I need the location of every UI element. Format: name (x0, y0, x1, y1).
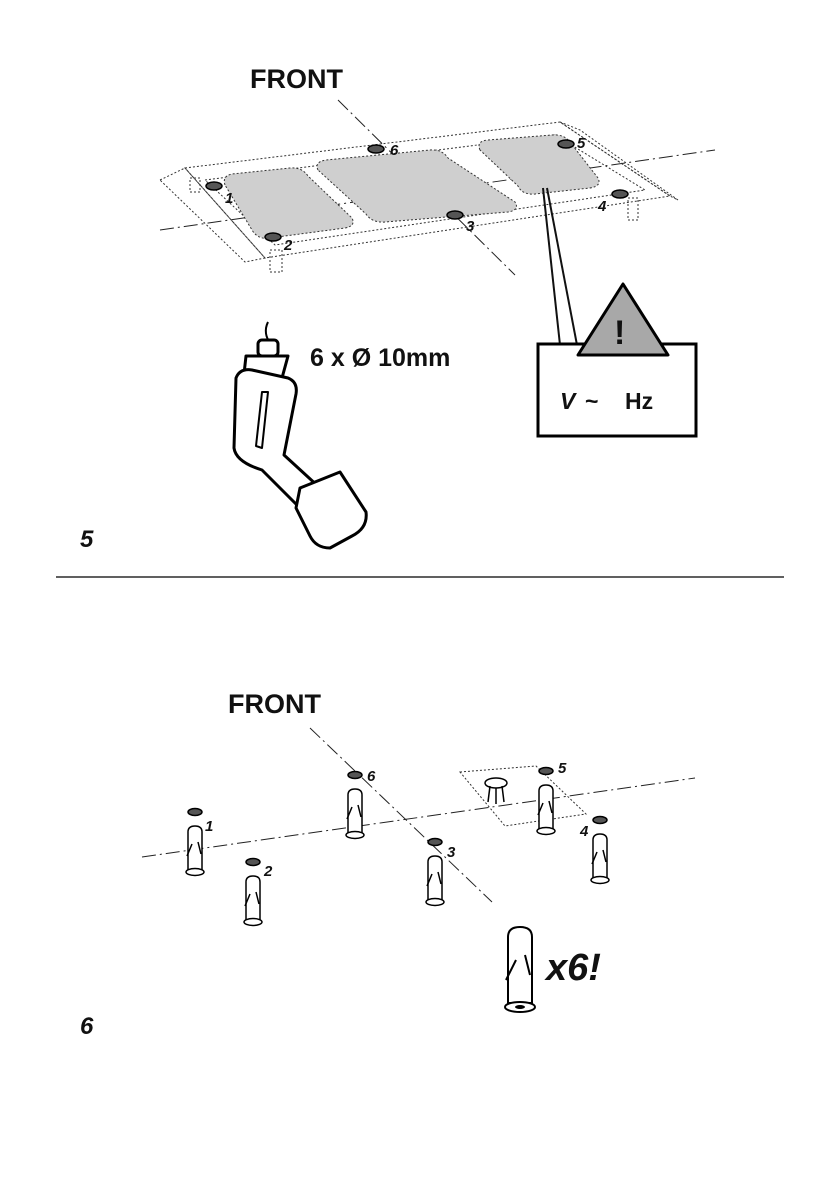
wall-plugs (185, 766, 610, 927)
plug-count: x6! (544, 947, 601, 989)
hole-marker (557, 139, 575, 149)
warning-symbol: ! (614, 314, 625, 352)
plug-label-4: 4 (579, 823, 589, 840)
center-axis-line (159, 149, 716, 231)
plug-label-3: 3 (447, 844, 456, 861)
center-axis-line (141, 777, 696, 858)
frequency-label: Hz (625, 388, 653, 414)
voltage-label: V (560, 388, 577, 414)
hole-label-6: 6 (390, 142, 399, 159)
hole-markers (205, 139, 629, 242)
front-label: FRONT (250, 64, 343, 94)
tilde-label: ~ (585, 388, 598, 414)
wall-plug-icon (590, 815, 610, 885)
step6-panel: FRONT (80, 689, 696, 1040)
wall-plug-icon (425, 837, 445, 907)
hole-label-4: 4 (597, 198, 607, 215)
plug-labels: 1 2 3 4 5 6 (205, 760, 589, 880)
large-wall-plug-icon (504, 925, 536, 1013)
hole-label-2: 2 (283, 237, 293, 254)
plug-label-1: 1 (205, 818, 213, 835)
warning-triangle-icon (576, 282, 670, 357)
hole-label-1: 1 (225, 190, 233, 207)
step-number: 6 (80, 1013, 94, 1040)
hole-marker (264, 232, 282, 242)
wall-plug-icon (243, 857, 263, 927)
wall-plug-icon (185, 807, 205, 877)
cable-line (546, 187, 578, 346)
cable-line (542, 187, 561, 346)
step-number: 5 (80, 526, 94, 553)
step5-panel: FRONT (80, 64, 716, 553)
front-label: FRONT (228, 689, 321, 719)
hole-marker (205, 181, 223, 191)
detail-inset (458, 765, 588, 827)
plug-label-6: 6 (367, 768, 376, 785)
wall-plug-icon (345, 770, 365, 840)
hole-marker (611, 189, 629, 199)
filter-panels (223, 134, 600, 239)
plug-label-2: 2 (263, 863, 273, 880)
drill-spec: 6 x Ø 10mm (310, 344, 450, 372)
electrical-warning: ! V ~ Hz (536, 282, 698, 438)
hole-marker (367, 144, 385, 154)
front-axis-line (309, 727, 493, 903)
hole-marker (446, 210, 464, 220)
plug-label-5: 5 (558, 760, 567, 777)
wall-plug-icon (536, 766, 556, 836)
hole-label-3: 3 (466, 218, 475, 235)
hole-labels: 1 2 3 4 5 6 (225, 135, 607, 254)
drill-icon (232, 321, 368, 550)
hole-label-5: 5 (577, 135, 586, 152)
